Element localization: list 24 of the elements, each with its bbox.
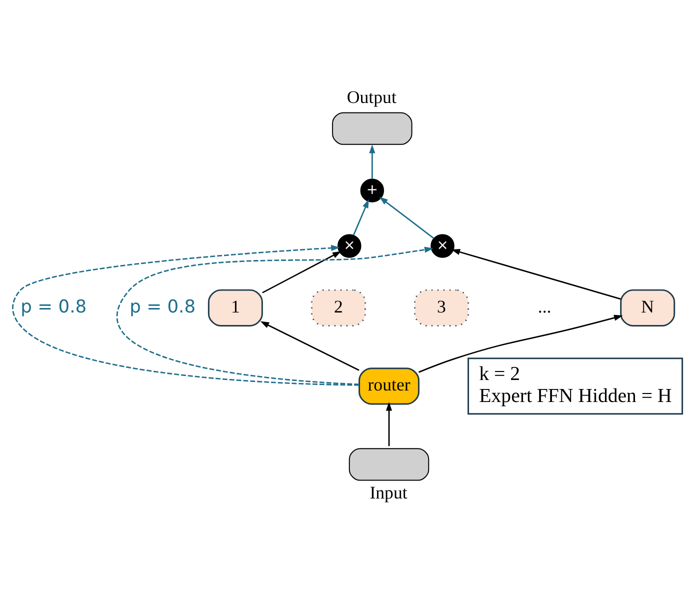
- edge-label: p = 0.8: [130, 296, 196, 317]
- arrow: [12, 244, 360, 386]
- node-box: router: [358, 367, 420, 404]
- arrow: [418, 314, 623, 372]
- node-label: Input: [370, 482, 408, 502]
- arrow: [451, 248, 621, 300]
- arrow: [379, 196, 434, 238]
- node-circle: +: [360, 178, 384, 202]
- node-label: Output: [346, 86, 396, 107]
- arrow: [386, 401, 392, 446]
- node-box: 2: [310, 288, 366, 326]
- arrow: [369, 144, 376, 179]
- arrow: [117, 246, 434, 385]
- arrow: [260, 320, 360, 370]
- arrow: [262, 250, 342, 293]
- node-circle: ×: [430, 234, 454, 258]
- label: ...: [538, 296, 552, 316]
- node-box: k = 2 Expert FFN Hidden = H: [468, 357, 684, 414]
- node-box: N: [620, 288, 676, 326]
- arrow: [352, 198, 369, 235]
- node-box: 3: [414, 288, 470, 326]
- node-circle: ×: [338, 234, 362, 258]
- edge-label: p = 0.8: [20, 296, 87, 317]
- node-box: 1: [208, 288, 263, 326]
